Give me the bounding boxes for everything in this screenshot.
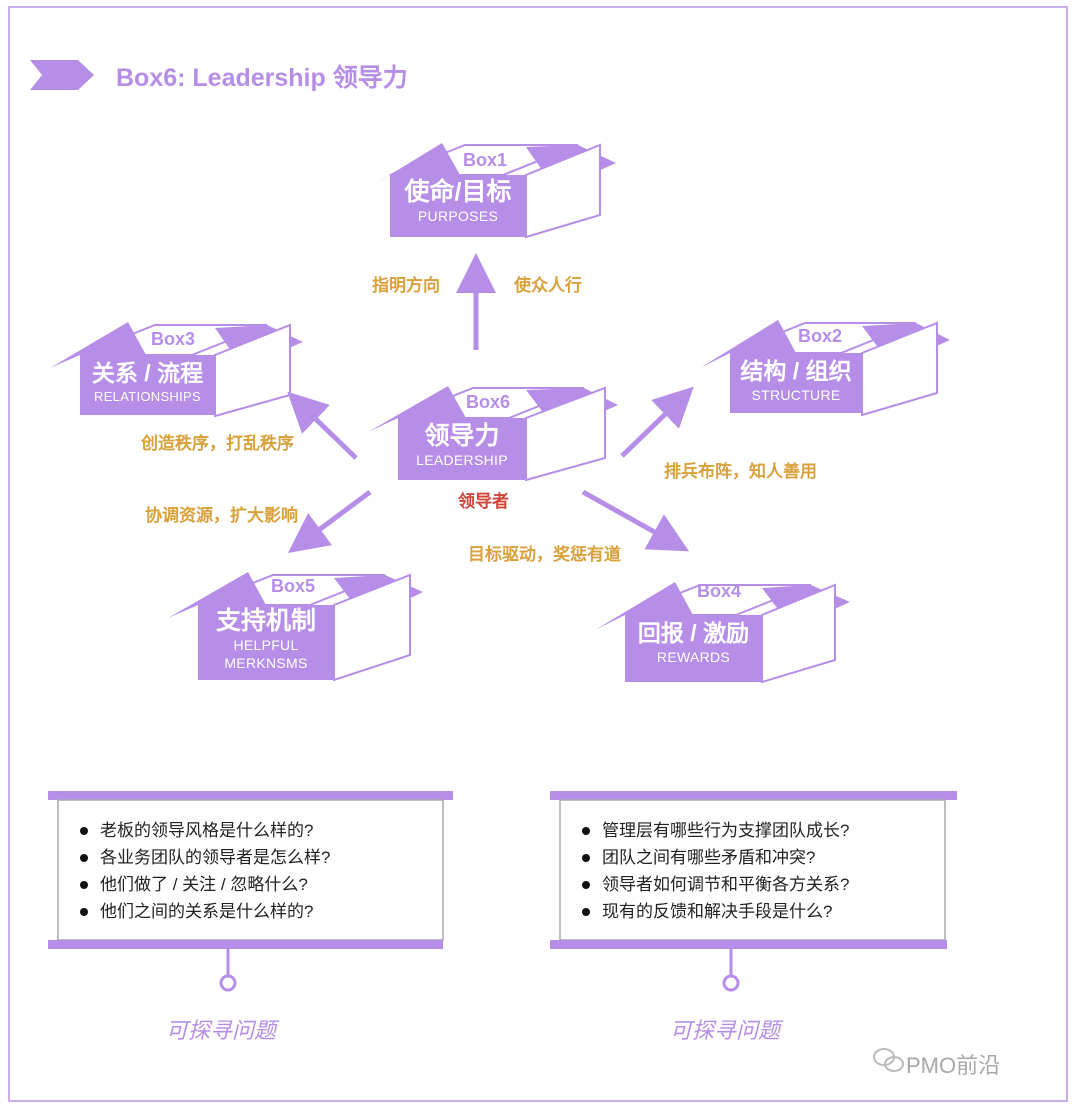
box2-cn: 结构 / 组织 bbox=[740, 358, 852, 384]
box5-shape bbox=[168, 572, 423, 682]
box3-number: Box3 bbox=[150, 329, 195, 349]
box6-label: 领导力 LEADERSHIP bbox=[398, 421, 526, 469]
box6-cn: 领导力 bbox=[424, 422, 500, 450]
leader-subtitle: 领导者 bbox=[458, 492, 509, 511]
box4-label: 回报 / 激励 REWARDS bbox=[625, 618, 762, 666]
list-item: 他们做了 / 关注 / 忽略什么? bbox=[78, 871, 330, 898]
box5-number: Box5 bbox=[270, 576, 315, 596]
phrase-to-box4: 目标驱动，奖惩有道 bbox=[468, 545, 621, 564]
arrow-to-box3 bbox=[287, 391, 358, 460]
box1-cn: 使命/目标 bbox=[404, 178, 512, 206]
page-title: Box6: Leadership 领导力 bbox=[116, 64, 408, 92]
box4-en: REWARDS bbox=[656, 649, 731, 665]
arrow-to-box2 bbox=[620, 386, 694, 458]
list-item: 他们之间的关系是什么样的? bbox=[78, 898, 330, 925]
box2-label: 结构 / 组织 STRUCTURE bbox=[730, 356, 862, 404]
right-question-panel-frame bbox=[550, 791, 957, 992]
box5-en-line1: HELPFUL bbox=[233, 637, 299, 653]
right-panel-caption: 可探寻问题 bbox=[670, 1018, 781, 1043]
left-question-panel-frame bbox=[48, 791, 453, 992]
title-chevron-icon bbox=[30, 60, 94, 90]
left-panel-caption: 可探寻问题 bbox=[166, 1018, 277, 1043]
box3-en: RELATIONSHIPS bbox=[94, 389, 201, 404]
phrase-to-box3: 创造秩序，打乱秩序 bbox=[141, 434, 294, 453]
box1-number: Box1 bbox=[462, 150, 507, 170]
box1-shape bbox=[365, 143, 616, 239]
box3-cn: 关系 / 流程 bbox=[91, 360, 204, 386]
phrase-to-box5: 协调资源，扩大影响 bbox=[145, 506, 298, 525]
list-item: 各业务团队的领导者是怎么样? bbox=[78, 844, 330, 871]
watermark-text: PMO前沿 bbox=[906, 1053, 1001, 1078]
phrase-up-left: 指明方向 bbox=[372, 276, 440, 295]
phrase-up-right: 使众人行 bbox=[514, 276, 582, 295]
box5-label: 支持机制 HELPFUL MERKNSMS bbox=[198, 606, 334, 672]
box5-en-line2: MERKNSMS bbox=[224, 655, 308, 671]
left-question-list: 老板的领导风格是什么样的? 各业务团队的领导者是怎么样? 他们做了 / 关注 /… bbox=[78, 817, 330, 925]
box5-cn: 支持机制 bbox=[215, 607, 316, 635]
box1-en: PURPOSES bbox=[417, 208, 499, 224]
box4-number: Box4 bbox=[696, 581, 741, 601]
arrow-to-box4 bbox=[581, 489, 690, 552]
box2-en: STRUCTURE bbox=[751, 387, 841, 403]
list-item: 团队之间有哪些矛盾和冲突? bbox=[580, 844, 849, 871]
box6-en: LEADERSHIP bbox=[416, 452, 508, 468]
right-question-list: 管理层有哪些行为支撑团队成长? 团队之间有哪些矛盾和冲突? 领导者如何调节和平衡… bbox=[580, 817, 849, 925]
box2-shape bbox=[700, 320, 950, 417]
box1-label: 使命/目标 PURPOSES bbox=[390, 177, 526, 225]
list-item: 管理层有哪些行为支撑团队成长? bbox=[580, 817, 849, 844]
wechat-icon bbox=[873, 1048, 904, 1072]
box2-number: Box2 bbox=[797, 326, 842, 346]
box6-number: Box6 bbox=[465, 392, 510, 412]
box6-shape bbox=[368, 386, 618, 482]
list-item: 领导者如何调节和平衡各方关系? bbox=[580, 871, 849, 898]
box4-cn: 回报 / 激励 bbox=[637, 620, 750, 646]
list-item: 老板的领导风格是什么样的? bbox=[78, 817, 330, 844]
page-frame bbox=[8, 6, 1068, 1102]
box4-shape bbox=[595, 582, 850, 684]
phrase-to-box2: 排兵布阵，知人善用 bbox=[664, 462, 817, 481]
box3-label: 关系 / 流程 RELATIONSHIPS bbox=[80, 358, 215, 406]
list-item: 现有的反馈和解决手段是什么? bbox=[580, 898, 849, 925]
box3-shape bbox=[50, 322, 303, 418]
arrow-to-box5 bbox=[287, 489, 372, 553]
